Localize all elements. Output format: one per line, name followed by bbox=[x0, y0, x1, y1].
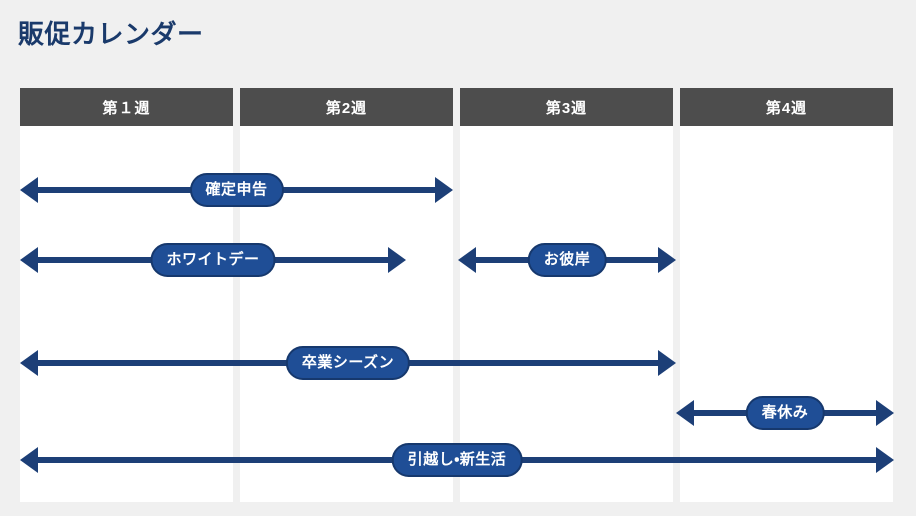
right-arrow-icon bbox=[658, 350, 676, 376]
calendar-column-week-4: 第4週 bbox=[680, 88, 893, 502]
campaign-bar-3[interactable]: 卒業シーズン bbox=[20, 343, 676, 383]
column-header-week-3: 第3週 bbox=[460, 88, 673, 126]
left-arrow-icon bbox=[20, 247, 38, 273]
campaign-bar-4[interactable]: 春休み bbox=[676, 393, 894, 433]
campaign-label-5[interactable]: 引越し・新生活 bbox=[391, 443, 523, 477]
left-arrow-icon bbox=[676, 400, 694, 426]
left-arrow-icon bbox=[20, 447, 38, 473]
campaign-bar-5[interactable]: 引越し・新生活 bbox=[20, 440, 894, 480]
right-arrow-icon bbox=[876, 400, 894, 426]
campaign-label-2[interactable]: お彼岸 bbox=[527, 243, 607, 277]
right-arrow-icon bbox=[658, 247, 676, 273]
column-header-week-1: 第１週 bbox=[20, 88, 233, 126]
page-title: 販促カレンダー bbox=[18, 19, 204, 49]
right-arrow-icon bbox=[435, 177, 453, 203]
calendar-column-week-3: 第3週 bbox=[460, 88, 673, 502]
campaign-label-4[interactable]: 春休み bbox=[745, 396, 825, 430]
campaign-bar-0[interactable]: 確定申告 bbox=[20, 170, 453, 210]
campaign-label-1[interactable]: ホワイトデー bbox=[150, 243, 276, 277]
column-body-week-4 bbox=[680, 126, 893, 502]
left-arrow-icon bbox=[20, 177, 38, 203]
column-header-week-2: 第2週 bbox=[240, 88, 453, 126]
left-arrow-icon bbox=[20, 350, 38, 376]
right-arrow-icon bbox=[876, 447, 894, 473]
campaign-bar-1[interactable]: ホワイトデー bbox=[20, 240, 406, 280]
left-arrow-icon bbox=[458, 247, 476, 273]
campaign-label-3[interactable]: 卒業シーズン bbox=[285, 346, 411, 380]
campaign-bar-2[interactable]: お彼岸 bbox=[458, 240, 676, 280]
column-body-week-3 bbox=[460, 126, 673, 502]
campaign-label-0[interactable]: 確定申告 bbox=[189, 173, 284, 207]
right-arrow-icon bbox=[388, 247, 406, 273]
column-header-week-4: 第4週 bbox=[680, 88, 893, 126]
